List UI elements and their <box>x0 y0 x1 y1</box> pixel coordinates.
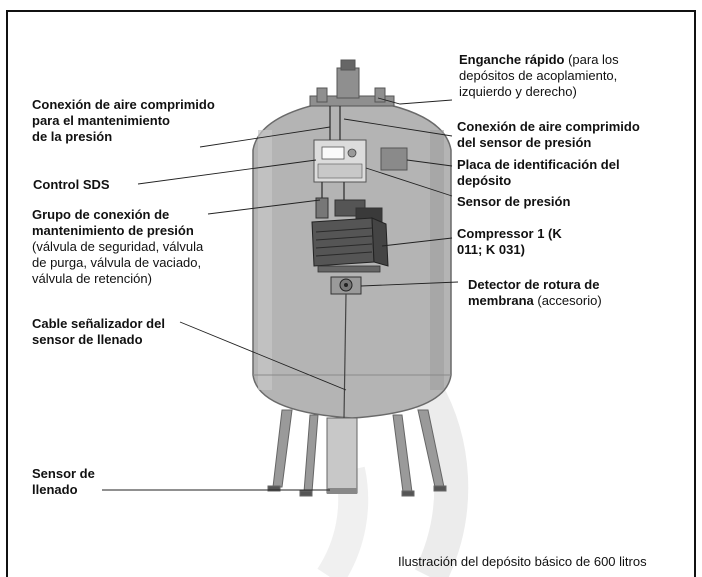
nameplate <box>380 147 408 171</box>
label-air-sensor: Conexión de aire comprimido del sensor d… <box>457 119 640 150</box>
label-control-sds: Control SDS <box>33 177 110 192</box>
watermark-arc <box>405 370 469 577</box>
label-membrane-detector: Detector de rotura de membrana (accesori… <box>468 277 602 308</box>
tank-legs <box>267 409 447 497</box>
fill-sensor-cable <box>343 293 347 419</box>
label-compressor: Compressor 1 (K 011; K 031) <box>457 226 562 257</box>
top-fitting <box>309 59 395 107</box>
label-nameplate: Placa de identificación del depósito <box>457 157 620 188</box>
label-quick-coupling: Enganche rápido (para los depósitos de a… <box>459 52 619 99</box>
bottom-pipe <box>326 417 358 494</box>
label-air-maintenance: Conexión de aire comprimido para el mant… <box>32 97 215 144</box>
control-sds-box <box>313 139 367 183</box>
label-pressure-sensor: Sensor de presión <box>457 194 571 209</box>
leader-lines <box>102 97 459 491</box>
compressor <box>311 217 389 273</box>
membrane-detector <box>330 276 362 295</box>
label-valve-group: Grupo de conexión de mantenimiento de pr… <box>32 207 204 286</box>
diagram-frame <box>6 10 696 577</box>
label-fill-sensor: Sensor de llenado <box>32 466 95 497</box>
figure-caption: Ilustración del depósito básico de 600 l… <box>398 554 647 569</box>
label-fill-cable: Cable señalizador del sensor de llenado <box>32 316 165 347</box>
